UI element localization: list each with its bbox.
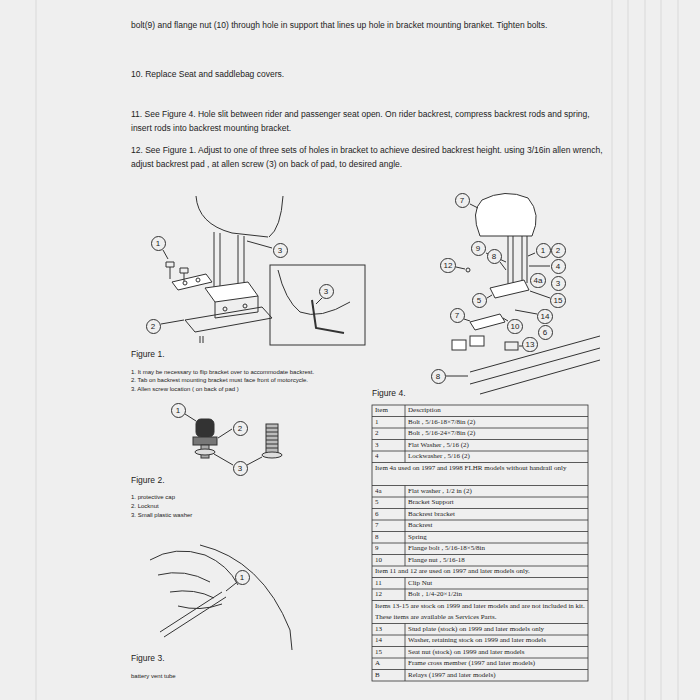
callout-number: 2 [146,319,161,334]
table-cell: Flange nut , 5/16-18 [408,555,586,567]
callout-number: 15 [550,293,567,308]
table-cell: 4 [375,451,404,463]
table-cell: 4a [375,486,404,498]
figure-note: 2. Tab on backrest mounting bracket must… [131,376,308,384]
table-cell: Flange bolt , 5/16-18×5/8in [408,543,586,555]
callout-number: 3 [273,243,288,258]
callout-number: 8 [487,249,502,264]
figure-note: 3. Small plastic washer [131,511,192,519]
figure-caption: Figure 1. [131,348,165,360]
table-cell: 11 [375,578,404,590]
table-cell: Flat washer , 1/2 in (2) [408,486,586,498]
table-cell: 14 [375,635,404,647]
callout-number: 6 [538,325,553,340]
callout-number: 2 [551,243,566,258]
instruction-text: 12. See Figure 1. Adjust to one of three… [131,143,603,171]
table-cell: Bolt , 5/16-18×7/8in (2) [408,417,586,429]
callout-number: 1 [536,243,551,258]
table-cell: Spring [408,532,586,544]
table-cell: Relays (1997 and later models) [408,670,586,682]
paper-folds [36,0,678,700]
figure-note: 1. It may be necessary to flip bracket o… [131,368,314,376]
table-cell: Lockwasher , 5/16 (2) [408,451,586,463]
table-cell: 12 [375,589,404,601]
figure-caption: Figure 4. [372,387,406,399]
table-cell: 6 [375,509,404,521]
table-cell: Items 13-15 are stock on 1999 and later … [375,601,586,624]
table-cell: Backrest bracket [408,509,586,521]
table-cell: Description [408,405,586,417]
figure-note: battery vent tube [131,672,176,680]
instruction-text: bolt(9) and flange nut (10) through hole… [131,18,603,32]
table-cell: Item 11 and 12 are used on 1997 and late… [375,566,586,578]
parts-table-grid [372,405,588,681]
table-cell: Seat nut (stock) on 1999 and later model… [408,647,586,659]
figure-4-drawing [446,193,600,394]
table-cell: 7 [375,520,404,532]
table-cell: Frame cross member (1997 and later model… [408,658,586,670]
callout-number: 3 [233,461,248,476]
callout-number: 5 [472,293,487,308]
table-cell: Backrest [408,520,586,532]
callout-number: 12 [440,258,457,273]
figure-caption: Figure 3. [131,652,165,664]
table-cell: Bracket Support [408,497,586,509]
table-cell: Bolt , 1/4-20×1/2in [408,589,586,601]
figure-note: 2. Locknut [131,502,159,510]
figure-1-drawing [161,196,365,345]
callout-number: 4a [530,273,547,288]
callout-number: 7 [450,308,465,323]
table-cell: Stud plate (stock) on 1999 and later mod… [408,624,586,636]
figure-caption: Figure 2. [131,474,165,486]
callout-number: 1 [235,570,250,585]
figure-2-drawing [185,414,282,465]
table-cell: 15 [375,647,404,659]
table-cell: Item [375,405,404,417]
callout-number: 3 [551,276,566,291]
table-cell: 8 [375,532,404,544]
callout-number: 2 [233,421,248,436]
callout-number: 3 [319,284,334,299]
table-cell: Flat Washer , 5/16 (2) [408,440,586,452]
callout-number: 10 [507,319,524,334]
table-cell: 1 [375,417,404,429]
table-cell: 9 [375,543,404,555]
table-cell: 5 [375,497,404,509]
callout-number: 14 [537,309,554,324]
figure-note: 3. Allen screw location ( on back of pad… [131,385,239,393]
table-cell: A [375,658,404,670]
table-cell: Washer, retaining stock on 1999 and late… [408,635,586,647]
callout-number: 13 [522,337,539,352]
instruction-text: 10. Replace Seat and saddlebag covers. [131,67,603,81]
callout-number: 7 [455,193,470,208]
callout-number: 9 [471,241,486,256]
callout-number: 4 [551,259,566,274]
table-cell: 2 [375,428,404,440]
figure-3-drawing [150,545,292,650]
table-cell: Item 4a used on 1997 and 1998 FLHR model… [375,463,586,486]
callout-number: 8 [431,369,446,384]
table-cell: 10 [375,555,404,567]
table-cell: 13 [375,624,404,636]
callout-number: 1 [151,236,166,251]
figure-note: 1. protective cap [131,493,175,501]
instruction-text: 11. See Figure 4. Hole slit between ride… [131,107,603,135]
callout-number: 1 [171,403,186,418]
table-cell: Bolt , 5/16-24×7/8in (2) [408,428,586,440]
table-cell: 3 [375,440,404,452]
table-cell: B [375,670,404,682]
table-cell: Clip Nut [408,578,586,590]
